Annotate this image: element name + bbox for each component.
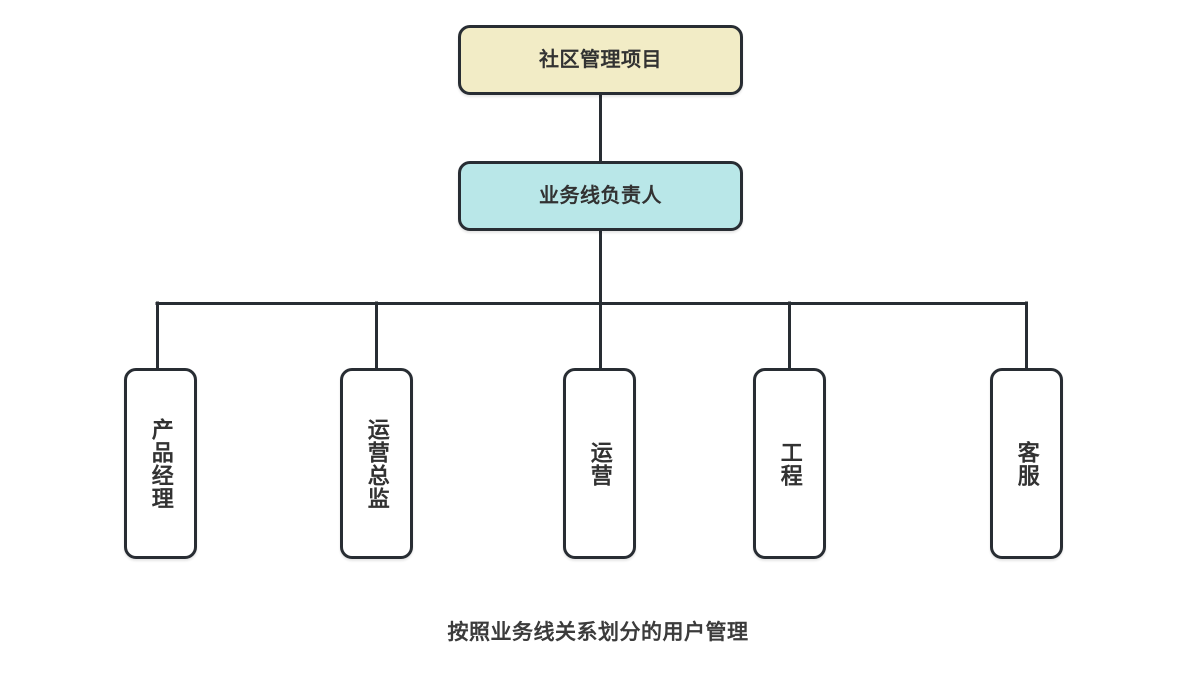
node-leaf-label: 工程 (777, 440, 803, 487)
node-leaf-operations-director[interactable]: 运营总监 (340, 368, 413, 559)
node-leaf-label: 运营 (587, 440, 613, 487)
node-owner[interactable]: 业务线负责人 (458, 161, 743, 231)
node-owner-label: 业务线负责人 (539, 185, 662, 207)
node-leaf-product-manager[interactable]: 产品经理 (124, 368, 197, 559)
node-leaf-label: 产品经理 (148, 417, 174, 510)
node-leaf-operations[interactable]: 运营 (563, 368, 636, 559)
node-leaf-label: 运营总监 (364, 417, 390, 510)
node-root-label: 社区管理项目 (539, 49, 662, 71)
node-leaf-label: 客服 (1014, 440, 1040, 487)
node-leaf-customer-service[interactable]: 客服 (990, 368, 1063, 559)
node-root[interactable]: 社区管理项目 (458, 25, 743, 95)
diagram-caption: 按照业务线关系划分的用户管理 (447, 621, 749, 644)
node-leaf-engineering[interactable]: 工程 (753, 368, 826, 559)
